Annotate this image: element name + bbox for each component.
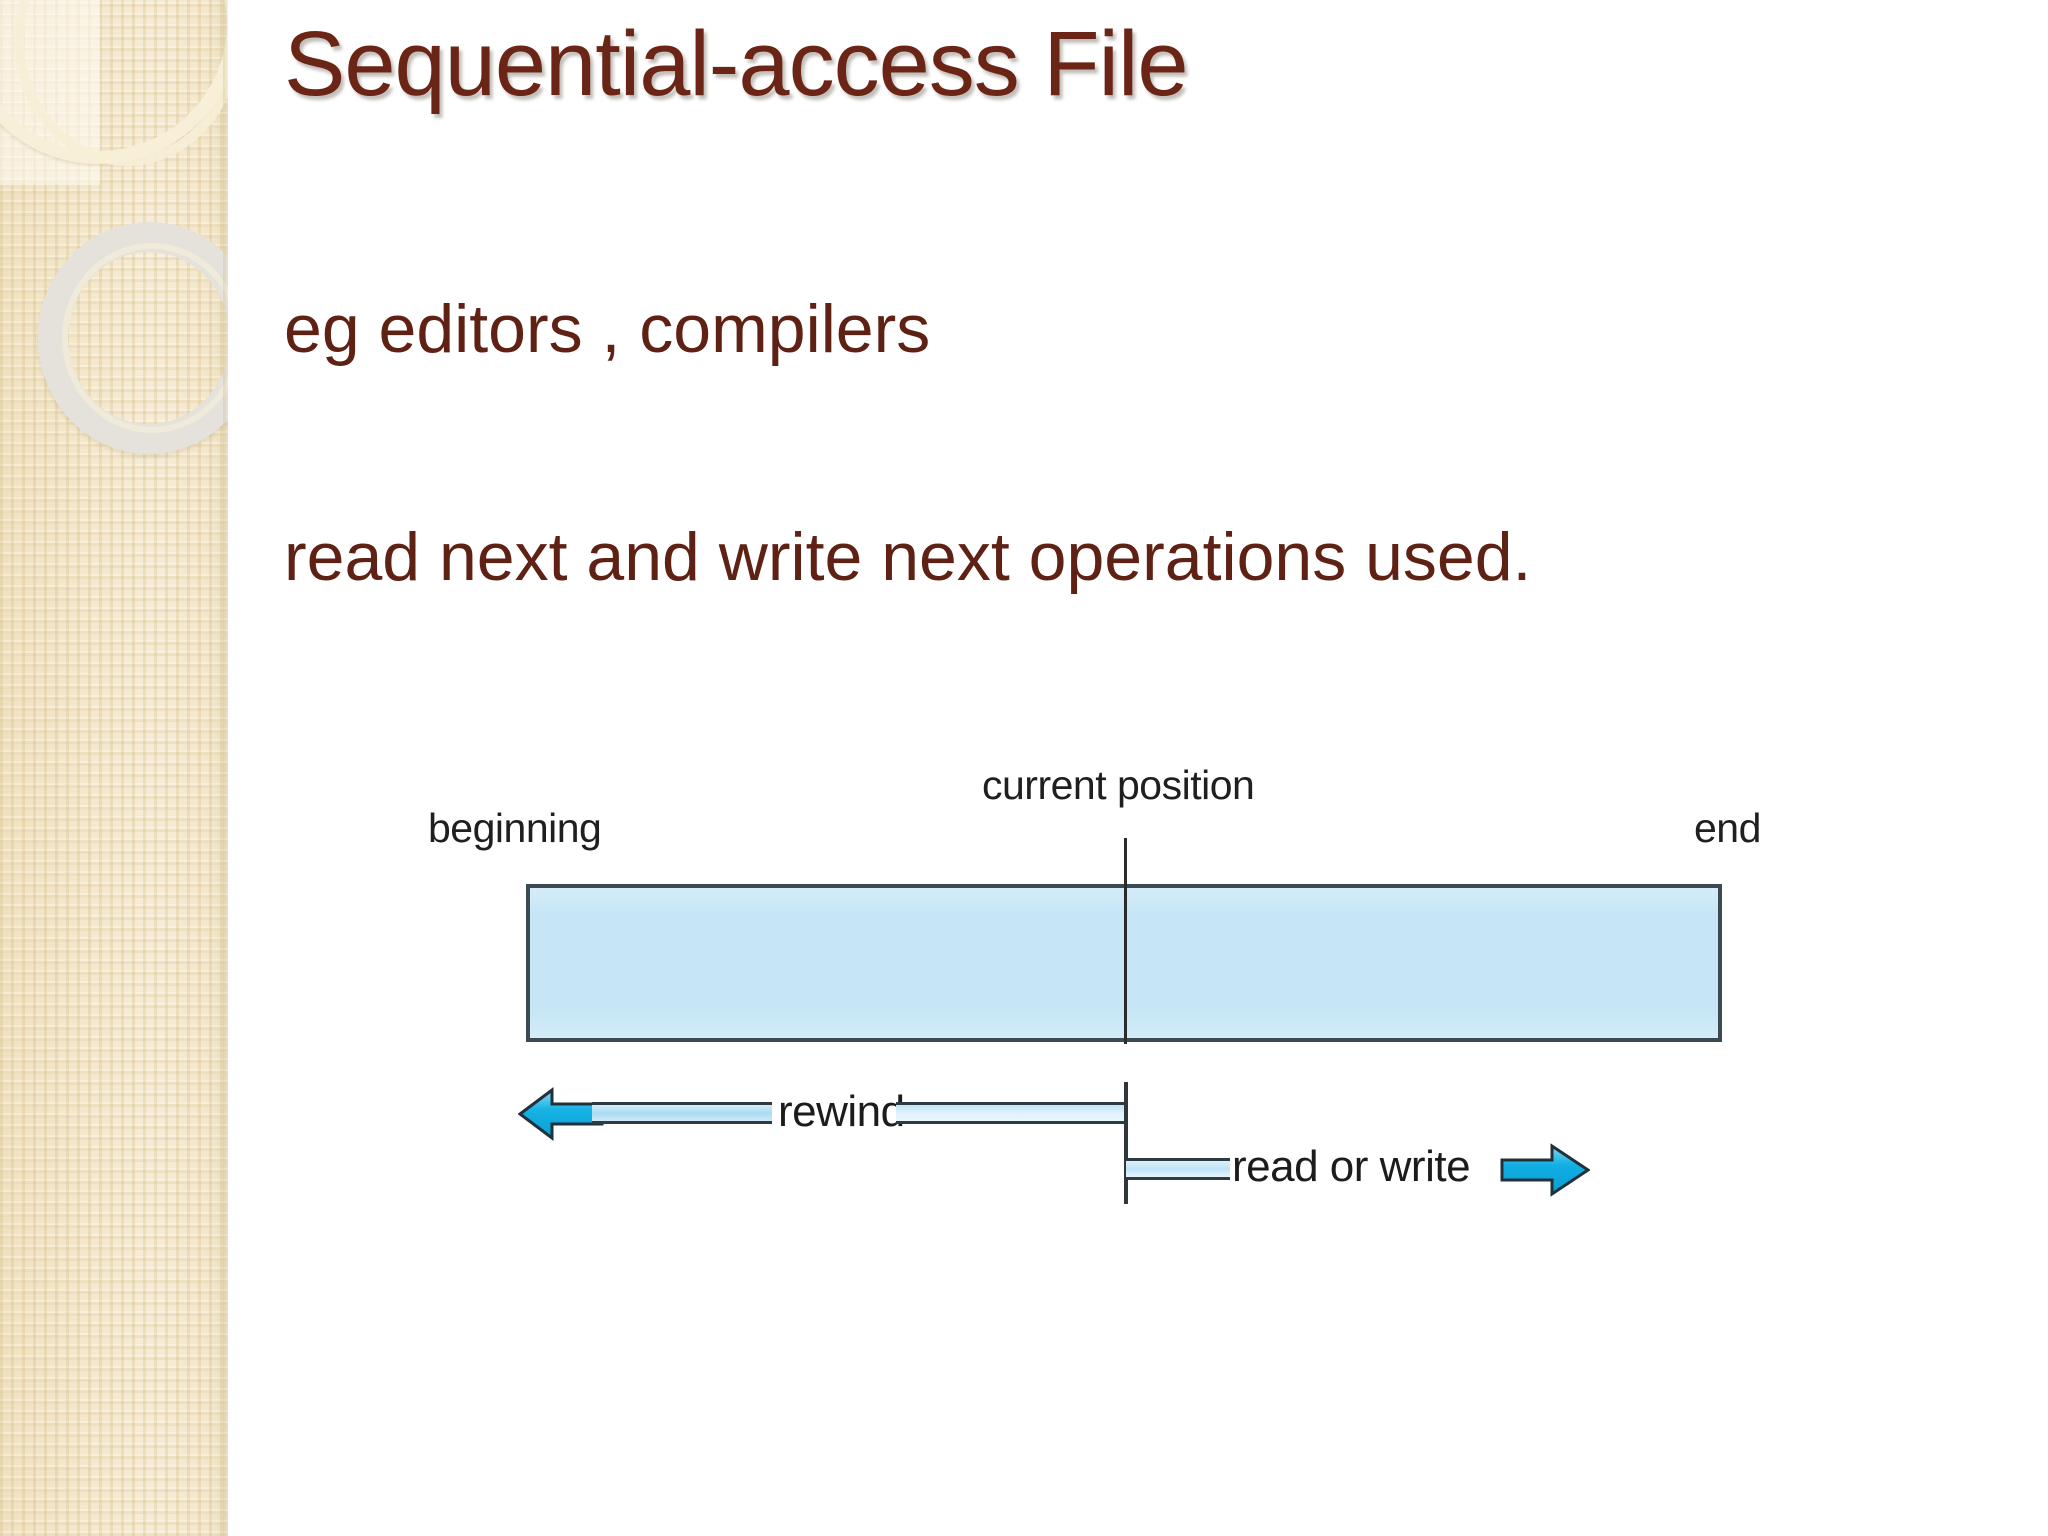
- read-or-write-arrow-icon: [1500, 1142, 1591, 1198]
- file-bar-highlight: [530, 888, 1718, 1038]
- diagram-label-end: end: [1694, 805, 1761, 851]
- diagram-label-current-position: current position: [982, 762, 1255, 808]
- sidebar-edge: [223, 0, 228, 1536]
- rewind-bar-left-segment: [592, 1102, 772, 1124]
- diagram-label-read-or-write: read or write: [1232, 1142, 1471, 1191]
- rewind-bar-right-segment: [896, 1102, 1126, 1124]
- file-bar: [526, 884, 1722, 1042]
- body-line-examples: eg editors , compilers: [284, 291, 931, 367]
- read-or-write-bar-segment: [1126, 1158, 1230, 1180]
- decorative-ring-grey-inner-icon: [62, 243, 228, 433]
- rewind-arrow-icon: [517, 1086, 604, 1142]
- decorative-sidebar: [0, 0, 228, 1536]
- diagram-label-beginning: beginning: [428, 805, 602, 851]
- page-title: Sequential-access File: [284, 13, 1189, 115]
- position-connector-line: [1124, 1082, 1128, 1204]
- body-line-operations: read next and write next operations used…: [284, 519, 1532, 595]
- current-position-tick: [1124, 838, 1127, 1044]
- diagram-label-rewind: rewind: [778, 1087, 905, 1136]
